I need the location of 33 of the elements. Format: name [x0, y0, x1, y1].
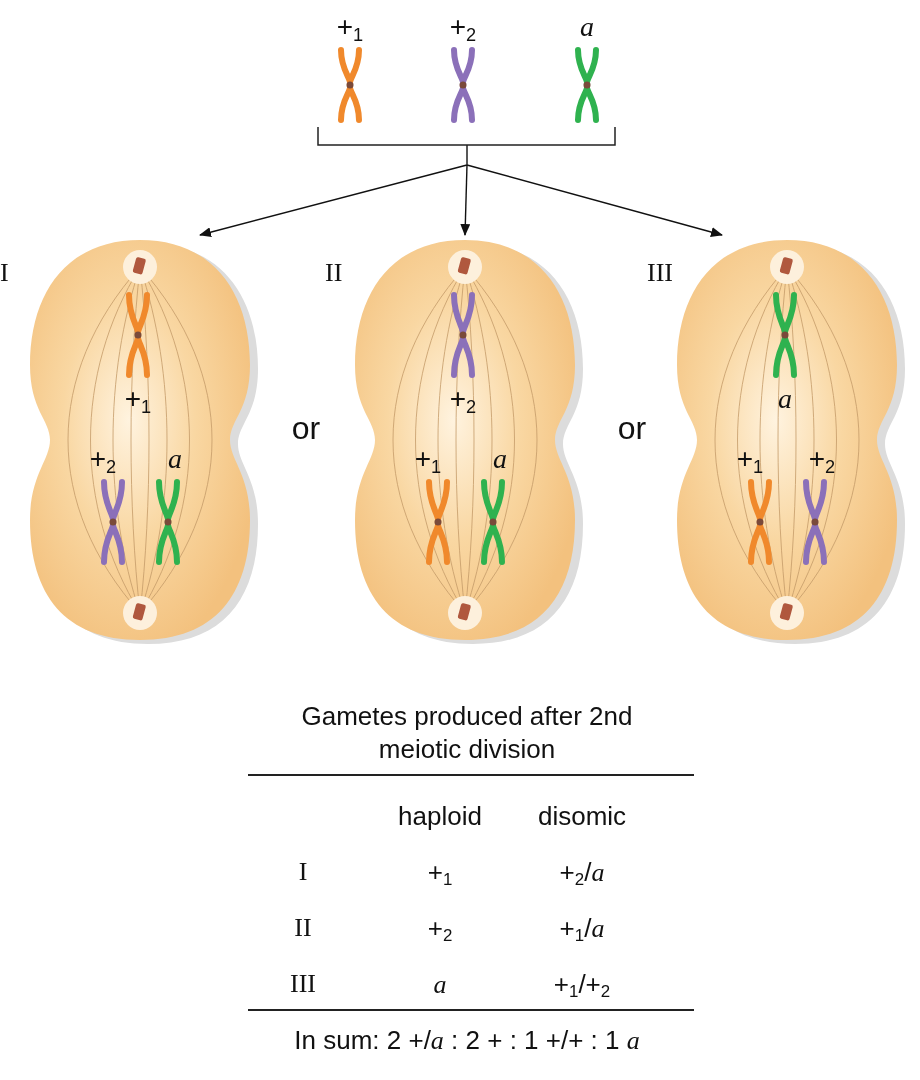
allele-label: a: [493, 445, 507, 473]
row-label: II: [294, 912, 312, 944]
allele-label: a: [778, 385, 792, 413]
cell-label: III: [647, 260, 673, 286]
cell-label: I: [0, 260, 9, 286]
table-cell: +$_{1}$/a: [559, 912, 605, 947]
cell-label: II: [325, 260, 343, 286]
table-cell: +$_{1}$/+$_{2}$: [553, 968, 611, 1003]
table-cell: +$_{1}$: [427, 856, 453, 891]
table-cell-text: a: [433, 969, 447, 1001]
summary-text: In sum: 2 +/a : 2 + : 1 +/+ : 1 a: [294, 1024, 640, 1057]
allele-label: +$_{1}$: [336, 13, 364, 44]
connector-word: or: [617, 409, 647, 448]
allele-label: +$_{1}$: [414, 445, 442, 476]
allele-label: a: [580, 13, 594, 41]
allele-label: +$_{2}$: [89, 445, 117, 476]
allele-label: +$_{2}$: [449, 13, 477, 44]
arrow: [460, 164, 471, 236]
column-header: haploid: [398, 800, 482, 833]
allele-label: a: [168, 445, 182, 473]
connector-word: or: [291, 409, 321, 448]
allele-label: +$_{2}$: [449, 385, 477, 416]
table-title: Gametes produced after 2nd meiotic division: [300, 700, 634, 765]
allele-label: +$_{1}$: [736, 445, 764, 476]
column-header: disomic: [537, 800, 627, 833]
arrow: [199, 164, 468, 238]
row-label: III: [290, 968, 316, 1000]
table-cell: +$_{2}$: [427, 912, 453, 947]
allele-label: +$_{2}$: [808, 445, 836, 476]
arrow: [466, 164, 723, 237]
table-cell: +$_{2}$/a: [559, 856, 605, 891]
row-label: I: [298, 856, 308, 888]
allele-label: +$_{1}$: [124, 385, 152, 416]
